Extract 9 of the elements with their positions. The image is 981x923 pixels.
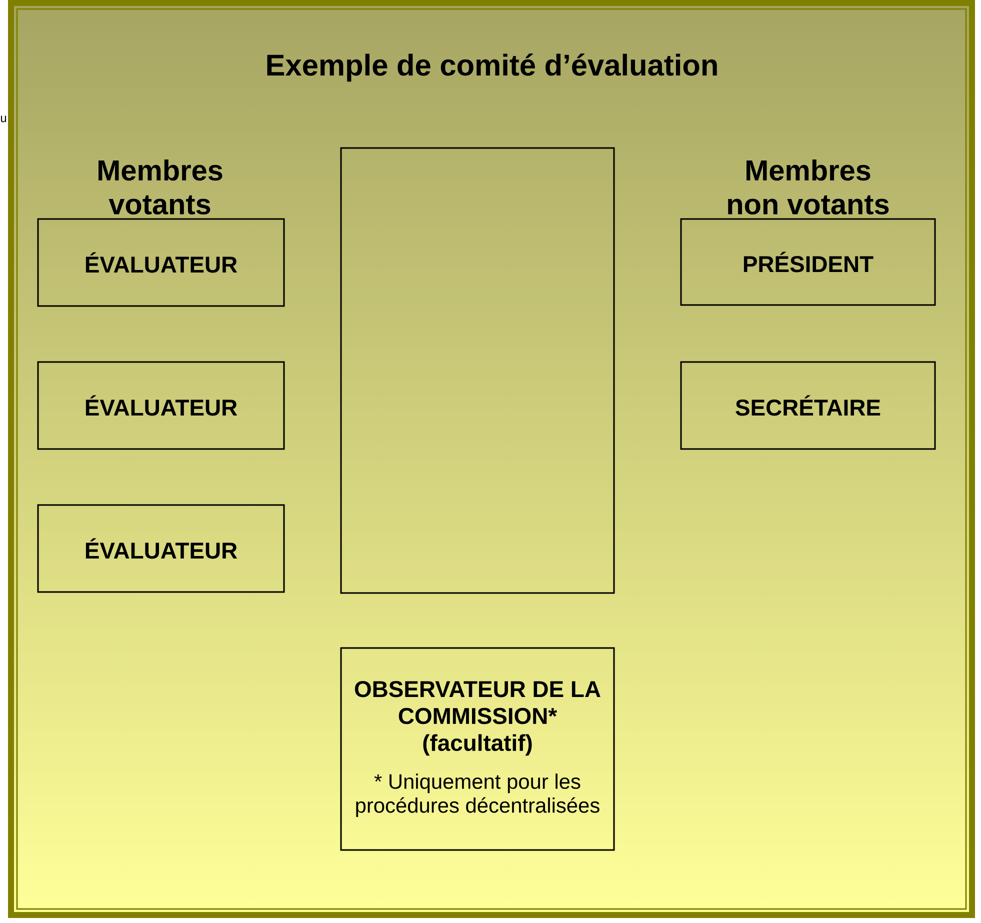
process-box: ÉVALUATEUR bbox=[37, 218, 285, 307]
process-box: PRÉSIDENT bbox=[680, 218, 936, 306]
text-fragment: u bbox=[1, 116, 6, 122]
process-box: SECRÉTAIRE bbox=[680, 361, 936, 450]
process-box: ÉVALUATEUR bbox=[37, 504, 285, 593]
process-box: ÉVALUATEUR bbox=[37, 361, 285, 450]
title: Exemple de comité d’évaluation bbox=[267, 54, 717, 82]
empty-box bbox=[340, 147, 615, 594]
process-box: OBSERVATEUR DE LA COMMISSION* (facultatif) * Uniquement pour les procédures décentralisées bbox=[340, 647, 615, 851]
